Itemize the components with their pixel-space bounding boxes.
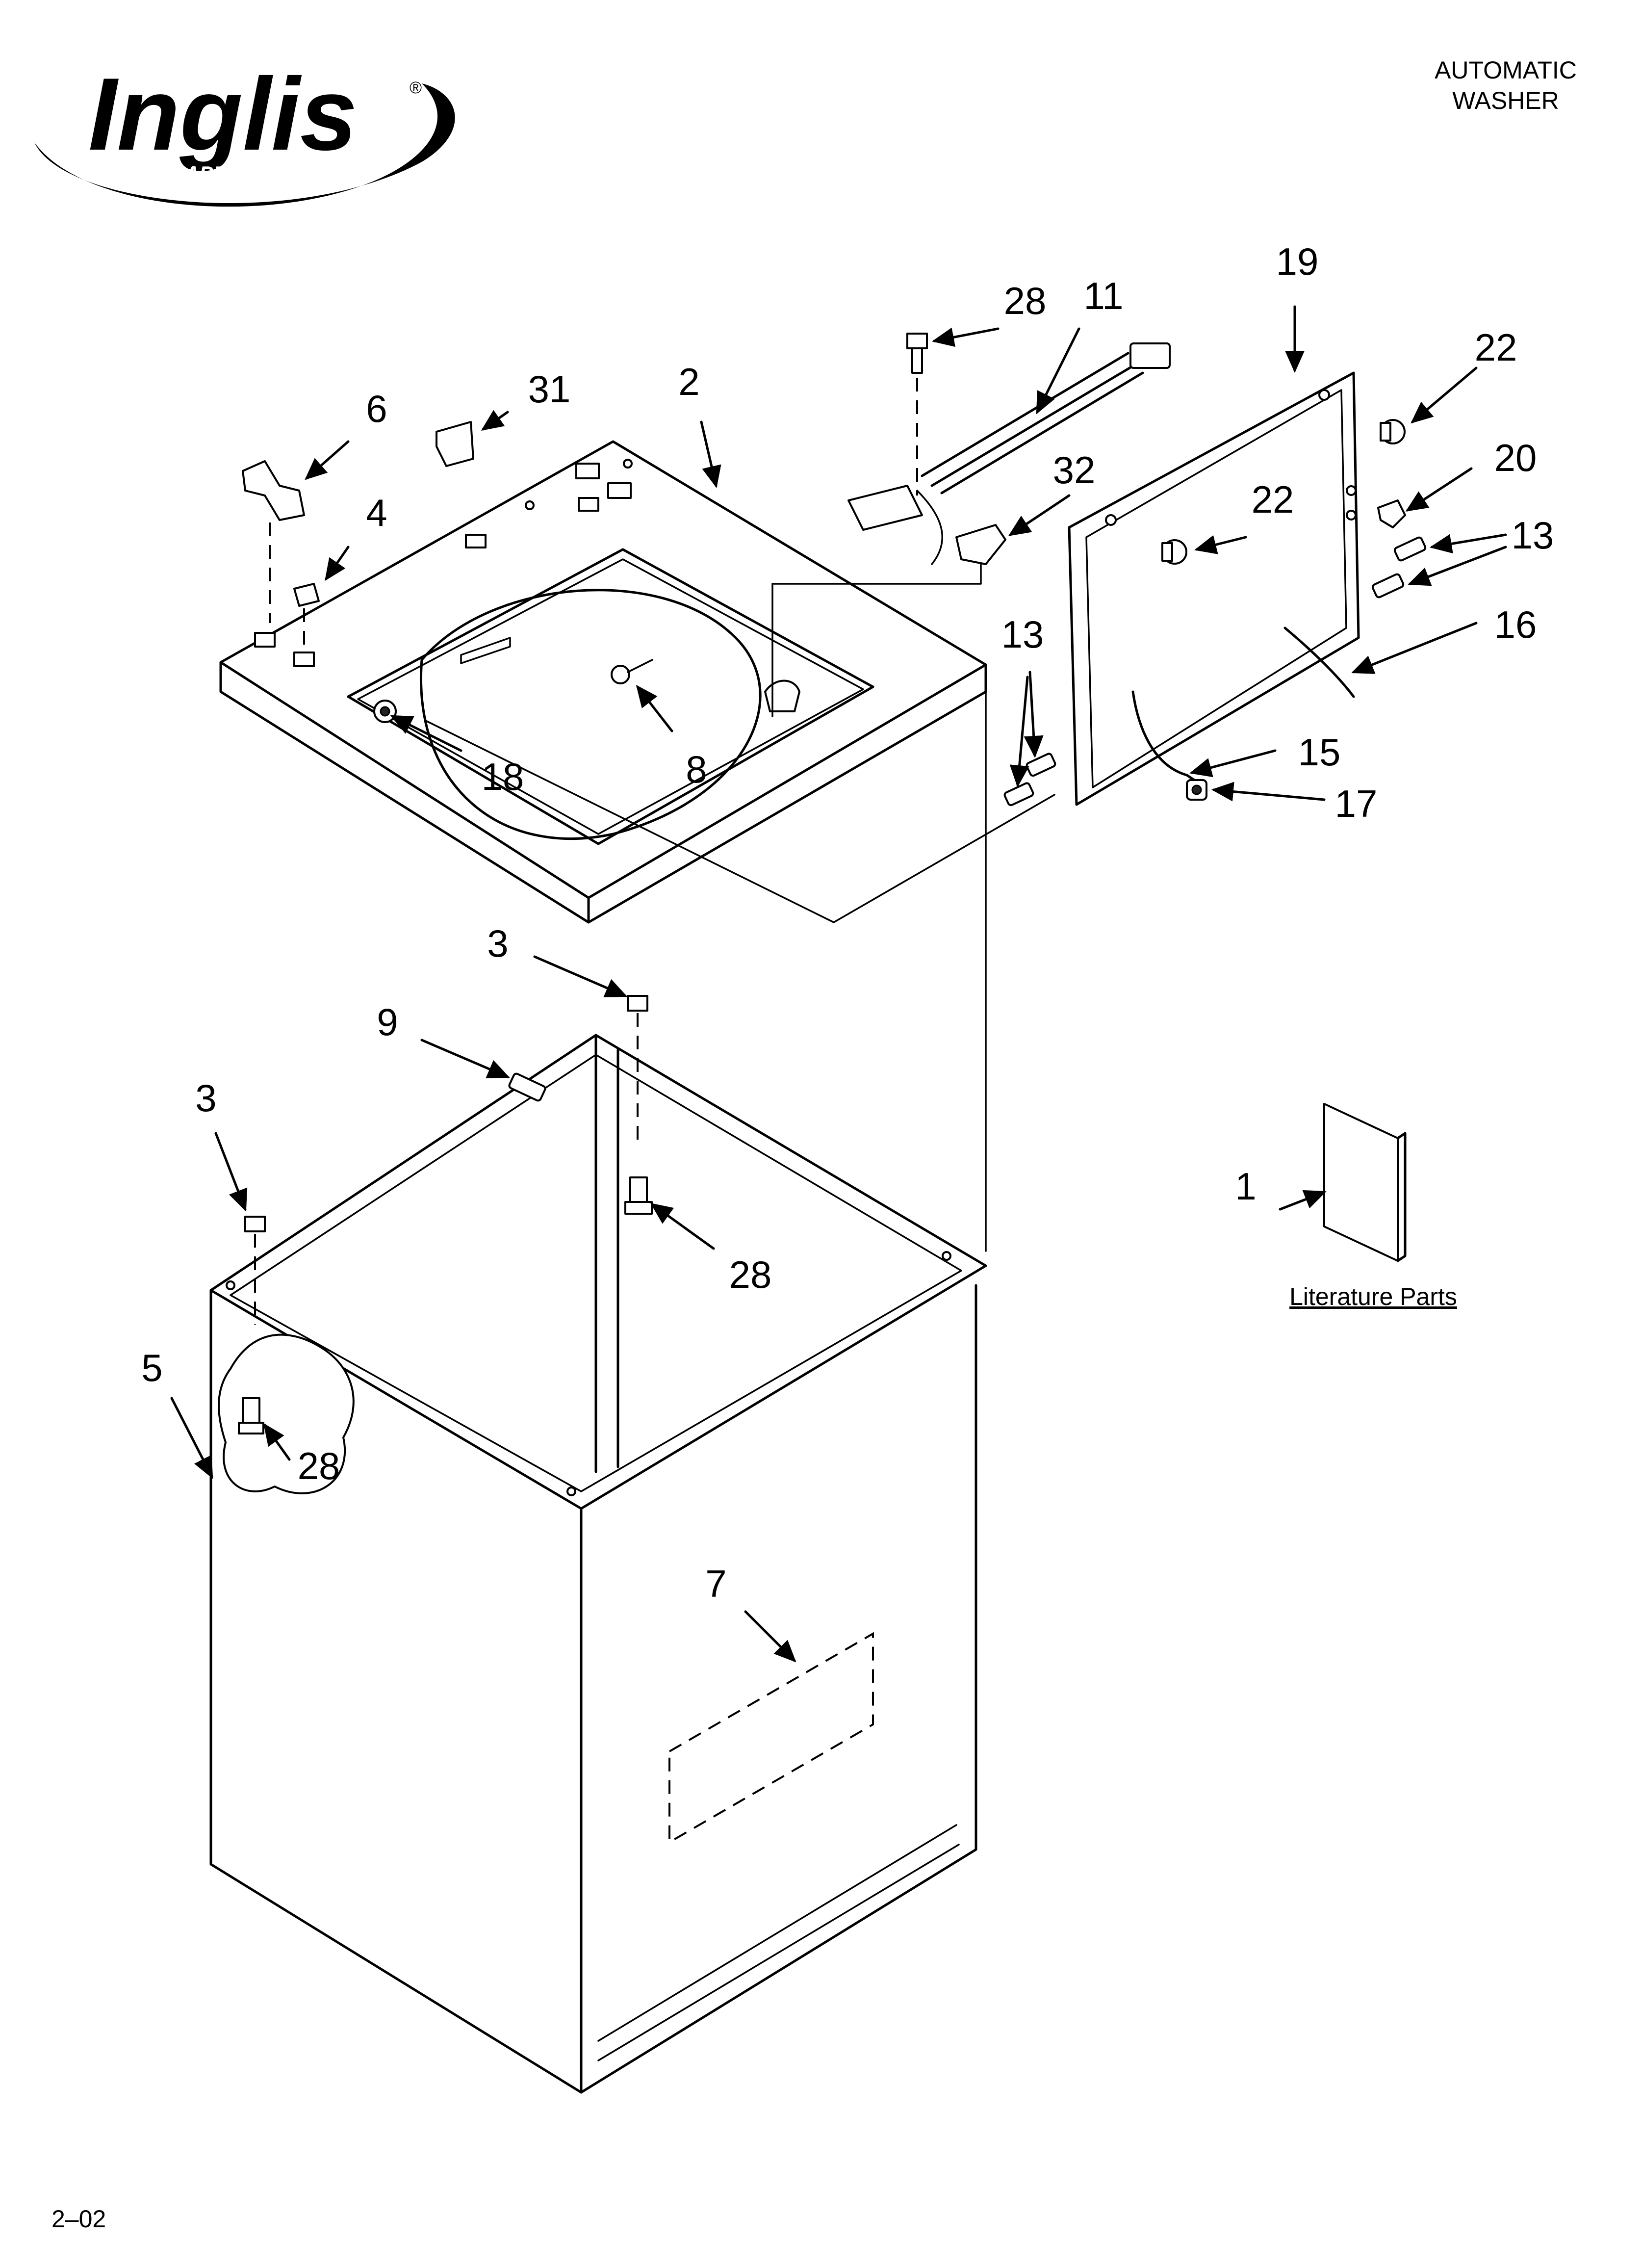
- callout-arrows: [170, 305, 1507, 1663]
- part-28-screw-cabinet: [624, 1176, 653, 1215]
- callout-20: 20: [1494, 436, 1537, 479]
- part-22-plug-upper: [1380, 419, 1406, 444]
- part-28-screw-top: [906, 333, 928, 374]
- part-20-clip: [1377, 499, 1406, 528]
- part-3-clip-left: [244, 1216, 266, 1232]
- header-title-line1: AUTOMATIC: [1435, 56, 1577, 84]
- literature-parts-book: [1323, 1103, 1407, 1262]
- callout-28-cabinet: 28: [729, 1253, 772, 1296]
- brand-tagline: HOME APPLIANCES: [118, 162, 317, 185]
- part-22-plug-lower: [1161, 539, 1187, 565]
- callout-22-lower: 22: [1252, 478, 1294, 521]
- callout-11: 11: [1084, 274, 1124, 317]
- part-11-harness: [847, 342, 1171, 565]
- callout-1: 1: [1235, 1165, 1256, 1208]
- part-8-screw: [611, 659, 653, 684]
- callout-32: 32: [1053, 448, 1096, 492]
- callout-9: 9: [377, 1000, 398, 1043]
- part-32: [955, 524, 1006, 565]
- callout-28-top: 28: [1004, 279, 1047, 322]
- part-3-clip-right: [627, 995, 648, 1012]
- callout-5: 5: [141, 1346, 162, 1389]
- brand-name: Inglis: [88, 56, 357, 172]
- part-31-bracket: [436, 421, 474, 467]
- callout-13-left: 13: [1001, 613, 1044, 656]
- part-13-screws-right: [1371, 536, 1427, 599]
- callout-labels: 6 31 4 2 28 11 19 22 20 22 32 13 16 13 1…: [141, 240, 1554, 1605]
- part-17-nut: [1186, 779, 1207, 801]
- part-9-screw: [508, 1072, 546, 1102]
- cabinet: [209, 1034, 987, 2094]
- callout-31: 31: [528, 367, 571, 411]
- callout-28-cutout: 28: [298, 1444, 340, 1487]
- callout-3-left: 3: [195, 1076, 216, 1120]
- callout-22-upper: 22: [1475, 326, 1517, 369]
- callout-19: 19: [1276, 240, 1319, 283]
- registered-mark: ®: [410, 78, 422, 97]
- header-title-line2: WASHER: [1452, 87, 1559, 114]
- callout-3-right: 3: [487, 922, 508, 965]
- footer-code: 2–02: [51, 2205, 106, 2233]
- washer-top: [219, 440, 987, 924]
- literature-parts-label: Literature Parts: [1289, 1283, 1457, 1310]
- callout-2: 2: [678, 360, 699, 403]
- control-panel-frame: [1068, 371, 1360, 806]
- cabinet-cutout: [218, 1333, 355, 1494]
- inglis-logo: Inglis HOME APPLIANCES ®: [34, 56, 455, 207]
- callout-4: 4: [366, 491, 387, 534]
- part-4-clip: [293, 583, 320, 607]
- callout-7: 7: [705, 1562, 726, 1605]
- callout-16: 16: [1494, 603, 1537, 646]
- part-18-grommet: [373, 700, 397, 723]
- callout-15: 15: [1298, 730, 1341, 774]
- callout-6: 6: [366, 387, 387, 430]
- callout-18: 18: [482, 755, 524, 798]
- callout-17: 17: [1335, 782, 1378, 825]
- callout-8: 8: [686, 748, 707, 791]
- part-6-clip: [242, 460, 305, 521]
- callout-13-right: 13: [1512, 514, 1554, 557]
